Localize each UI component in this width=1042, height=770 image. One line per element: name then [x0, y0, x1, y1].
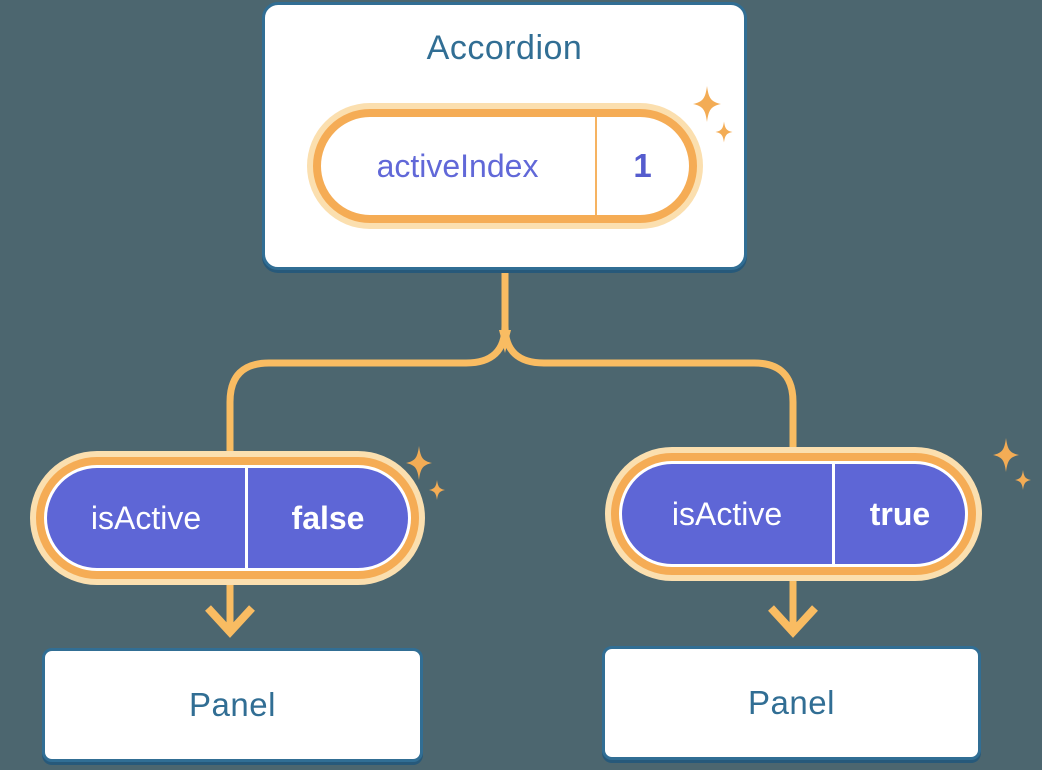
prop-name-label: isActive: [671, 495, 783, 532]
panel-title: Panel: [189, 686, 276, 723]
arrow-down-icon: [205, 605, 255, 638]
connector-left-branch: [226, 270, 509, 630]
pill-divider: [594, 117, 597, 215]
prop-value-label: true: [869, 495, 931, 532]
panel-title: Panel: [748, 684, 835, 721]
state-name-label: activeIndex: [376, 147, 539, 184]
panel-card-right: Panel: [602, 646, 981, 760]
prop-pill-isactive-false: isActive false: [47, 468, 408, 568]
connector-stem-tip: [499, 330, 511, 353]
connector-right-branch: [501, 270, 797, 630]
prop-name-label: isActive: [90, 499, 202, 536]
panel-card-left: Panel: [42, 648, 423, 762]
state-value-label: 1: [633, 147, 652, 184]
accordion-component-card: Accordion activeIndex 1: [262, 2, 747, 270]
pill-divider: [832, 464, 835, 564]
prop-value-label: false: [291, 499, 365, 536]
state-pill-activeindex: activeIndex 1: [312, 109, 697, 223]
arrow-down-icon: [768, 605, 818, 638]
component-title: Accordion: [426, 29, 583, 67]
pill-divider: [245, 468, 248, 568]
prop-pill-isactive-true: isActive true: [622, 464, 965, 564]
